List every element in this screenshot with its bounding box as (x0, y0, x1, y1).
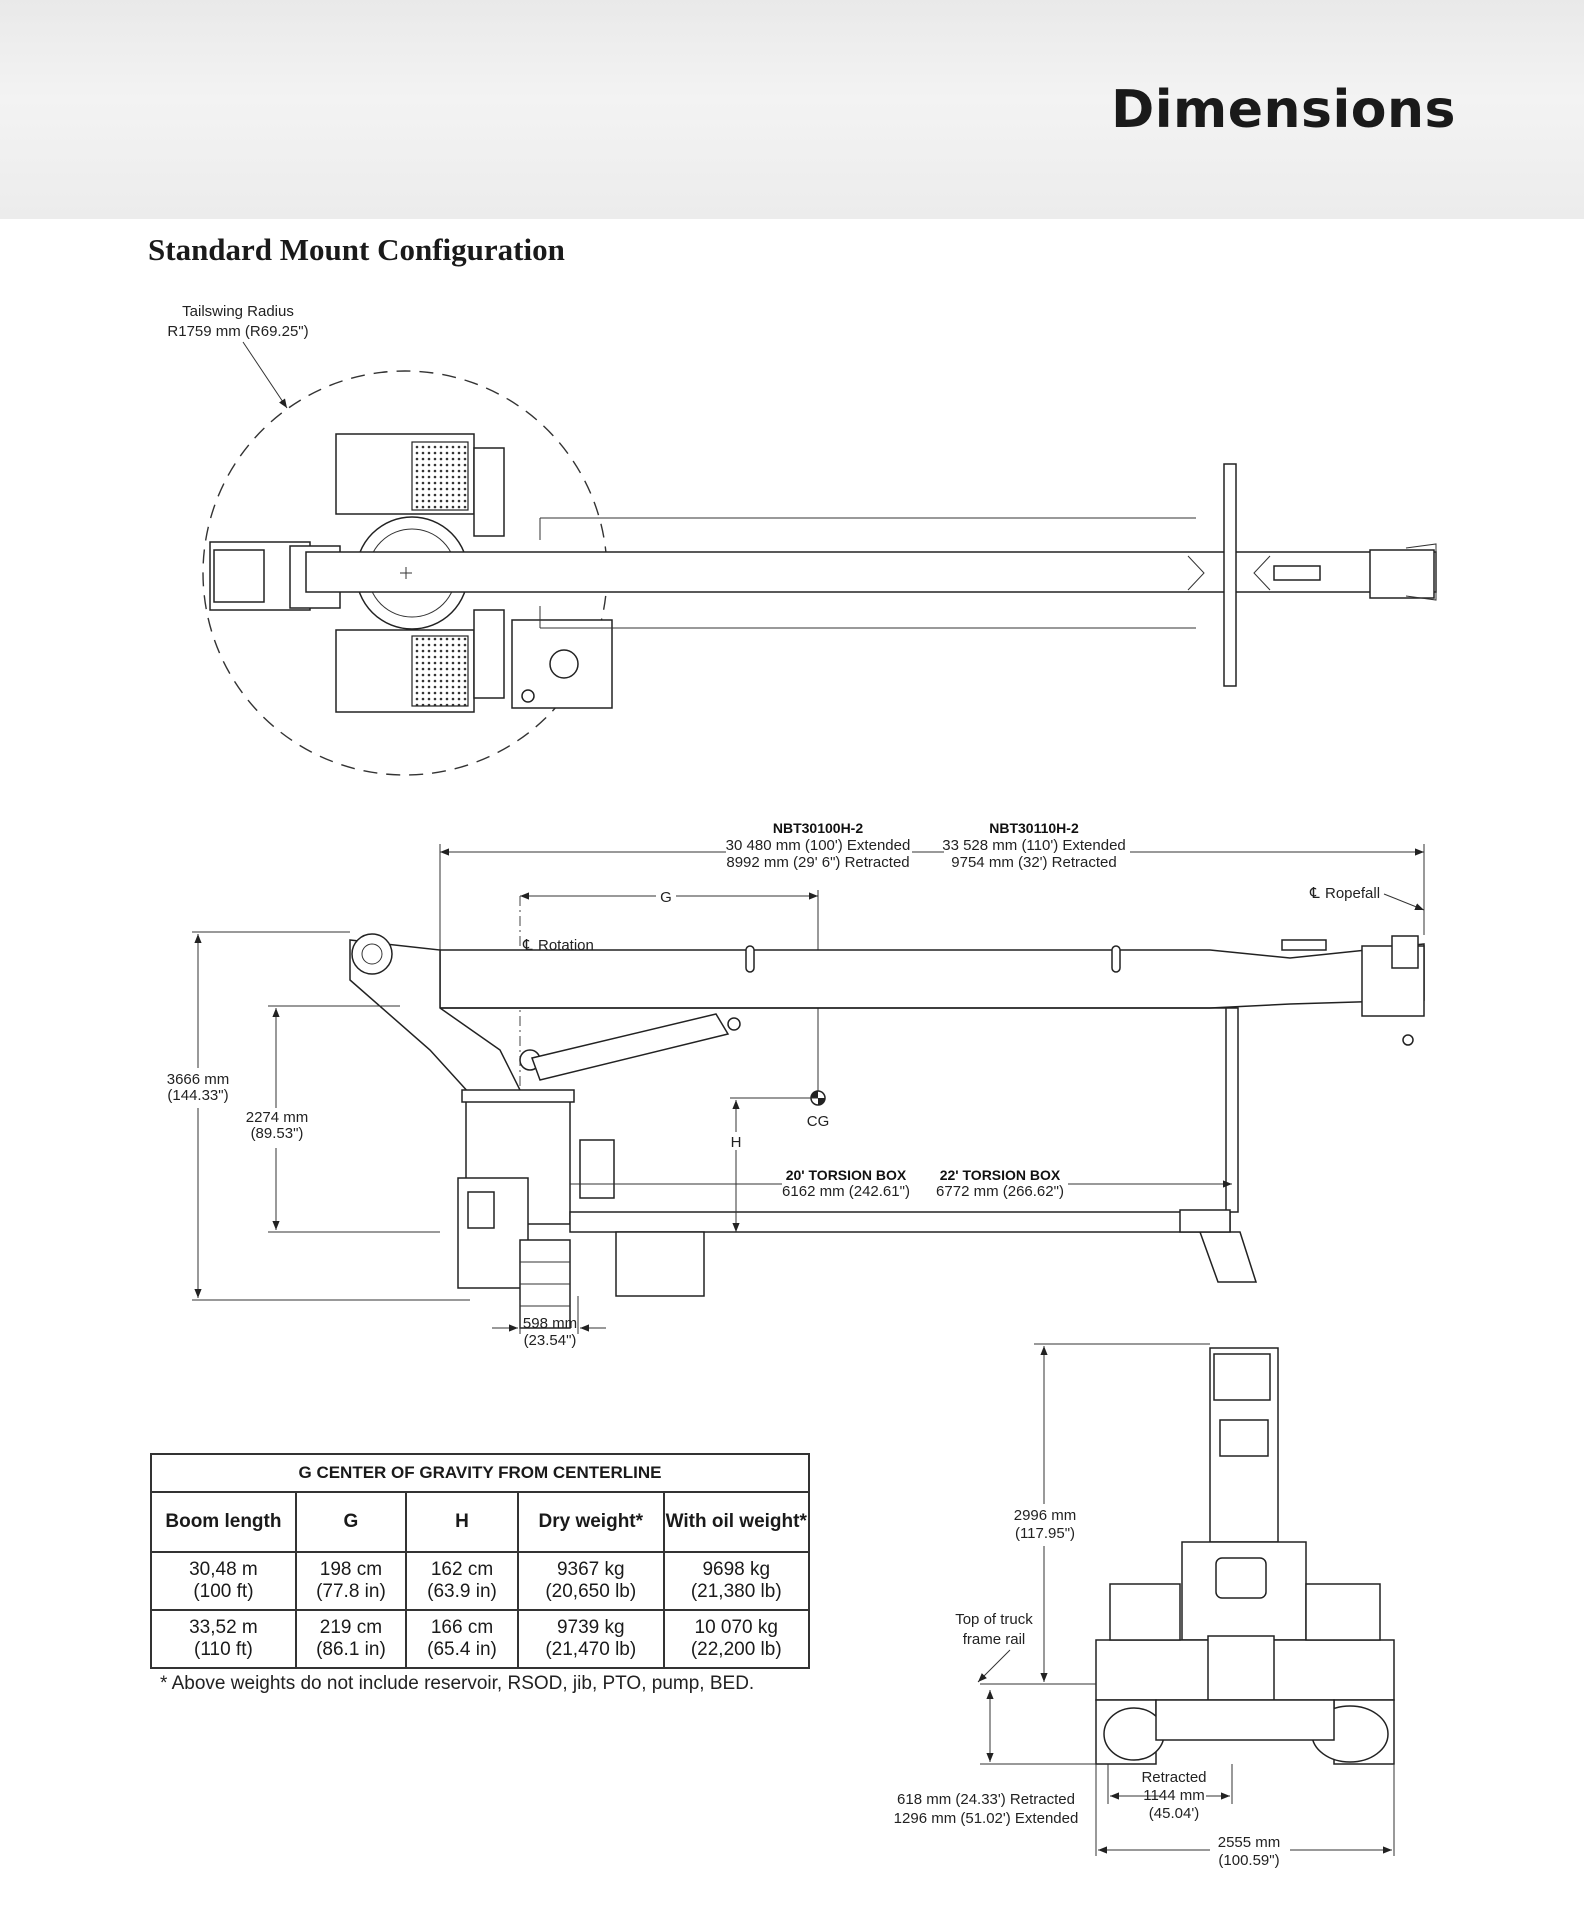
table-cell: 9739 kg(21,470 lb) (517, 1609, 665, 1669)
model-a-extended: 30 480 mm (100') Extended (726, 837, 911, 854)
header-dry-weight: Dry weight* (517, 1491, 665, 1553)
rotation-centerline-symbol: ℄ (522, 937, 533, 954)
retracted-mm: 1144 mm (1143, 1787, 1204, 1804)
model-a-name: NBT30100H-2 (773, 820, 863, 836)
boom-height-in: (89.53") (251, 1125, 304, 1142)
table-cell: 10 070 kg(22,200 lb) (662, 1609, 810, 1669)
jib-link (1273, 565, 1321, 581)
offset-mm: 598 mm (523, 1315, 577, 1332)
lift-cylinder (531, 1013, 730, 1081)
outrigger-extended: 1296 mm (51.02') Extended (894, 1810, 1079, 1827)
end-width-in: (100.59") (1218, 1852, 1279, 1869)
boom-tip (1369, 549, 1435, 599)
retracted-label: Retracted (1141, 1769, 1206, 1786)
torsion-20-name: 20' TORSION BOX (786, 1167, 907, 1183)
table-cell: 162 cm(63.9 in) (404, 1551, 520, 1611)
header-g: G (294, 1491, 408, 1553)
end-height-mm: 2996 mm (1014, 1507, 1077, 1524)
left-pad (1103, 1707, 1165, 1761)
cg-table-caption: G CENTER OF GRAVITY FROM CENTERLINE (150, 1453, 810, 1493)
table-cell: 219 cm(86.1 in) (294, 1609, 408, 1669)
outrigger-retracted: 618 mm (24.33') Retracted (897, 1791, 1075, 1808)
table-row: 30,48 m(100 ft) 198 cm(77.8 in) 162 cm(6… (150, 1551, 810, 1611)
model-b-retracted: 9754 mm (32') Retracted (951, 854, 1116, 871)
header-h: H (404, 1491, 520, 1553)
cg-table-footnote: * Above weights do not include reservoir… (160, 1673, 755, 1694)
table-cell: 9698 kg(21,380 lb) (662, 1551, 810, 1611)
hook (1402, 1034, 1414, 1046)
end-height-in: (117.95") (1015, 1525, 1075, 1542)
tailswing-value: R1759 mm (R69.25") (167, 323, 308, 340)
table-cell: 9367 kg(20,650 lb) (517, 1551, 665, 1611)
header-boom-length: Boom length (150, 1491, 297, 1553)
top-view: Tailswing Radius R1759 mm (R69.25") (167, 303, 1437, 776)
tailswing-label: Tailswing Radius (182, 303, 294, 320)
side-view: NBT30100H-2 30 480 mm (100') Extended 89… (158, 820, 1425, 1349)
tailswing-leader (242, 341, 288, 409)
reservoir-cap (549, 649, 579, 679)
turret-valve-upper (473, 447, 505, 537)
torsion-box (569, 1211, 1231, 1233)
page-title: Dimensions (1111, 80, 1456, 140)
end-valve (1207, 1635, 1275, 1701)
hoist-winch (351, 933, 393, 975)
section-title: Standard Mount Configuration (148, 232, 565, 267)
rear-outrigger (1198, 1231, 1258, 1283)
boom-side (439, 943, 1425, 1009)
offset-in: (23.54") (524, 1332, 577, 1349)
model-a-retracted: 8992 mm (29' 6") Retracted (726, 854, 909, 871)
table-cell: 198 cm(77.8 in) (294, 1551, 408, 1611)
torsion-22-value: 6772 mm (266.62") (936, 1183, 1064, 1200)
table-cell: 30,48 m(100 ft) (150, 1551, 297, 1611)
retracted-in: (45.04') (1149, 1805, 1199, 1822)
g-label: G (660, 889, 672, 906)
reservoir (615, 1231, 705, 1297)
cg-table: G CENTER OF GRAVITY FROM CENTERLINE Boom… (150, 1453, 810, 1669)
model-b-extended: 33 528 mm (110') Extended (942, 837, 1126, 854)
boom-top (305, 551, 1437, 593)
cg-label: CG (807, 1113, 830, 1130)
valve-bank (579, 1139, 615, 1199)
boom-height-mm: 2274 mm (246, 1109, 309, 1126)
overall-height-mm: 3666 mm (167, 1071, 230, 1088)
end-width-mm: 2555 mm (1218, 1834, 1281, 1851)
turret-lower-vent (411, 635, 469, 707)
table-cell: 166 cm(65.4 in) (404, 1609, 520, 1669)
table-row: 33,52 m(110 ft) 219 cm(86.1 in) 166 cm(6… (150, 1609, 810, 1669)
torsion-20-value: 6162 mm (242.61") (782, 1183, 910, 1200)
h-label: H (731, 1134, 742, 1151)
ropefall-label: Ropefall (1325, 885, 1380, 902)
page-header: Dimensions (0, 0, 1584, 219)
truck-rail-line1: Top of truck (955, 1611, 1033, 1628)
torsion-22-name: 22' TORSION BOX (940, 1167, 1061, 1183)
end-view: 2996 mm (117.95") Top of truck frame rai… (894, 1343, 1395, 1872)
header-oil-weight: With oil weight* (662, 1491, 810, 1553)
turret-valve-lower (473, 609, 505, 699)
truck-rail-line2: frame rail (963, 1631, 1026, 1648)
overall-height-in: (144.33") (167, 1087, 228, 1104)
table-cell: 33,52 m(110 ft) (150, 1609, 297, 1669)
model-b-name: NBT30110H-2 (989, 820, 1079, 836)
turret-upper-vent (411, 441, 469, 511)
ropefall-centerline: ℄ (1309, 885, 1320, 902)
